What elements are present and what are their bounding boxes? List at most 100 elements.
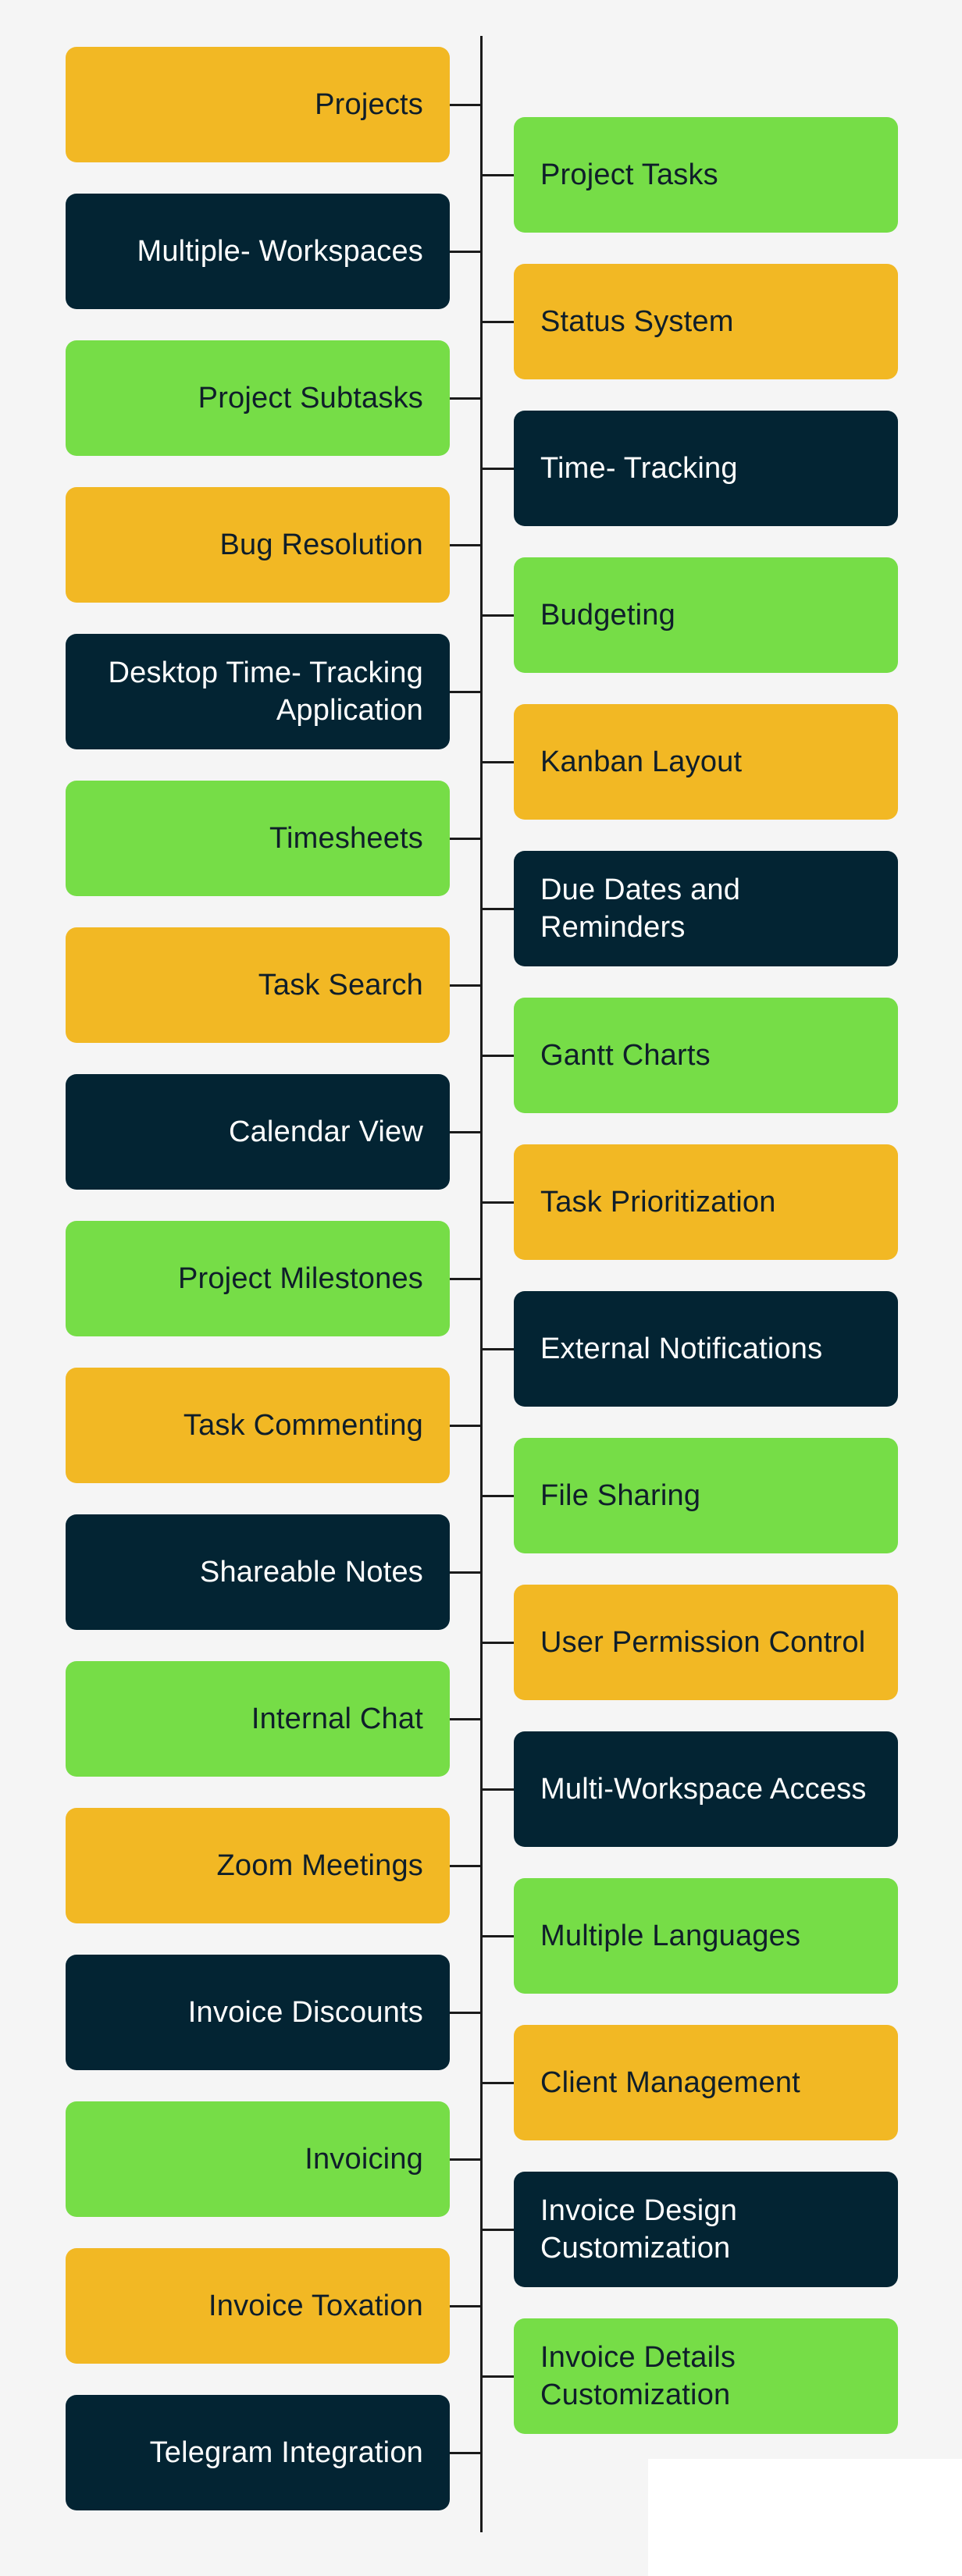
connector-line <box>480 1935 514 1937</box>
feature-card-projects: Projects <box>66 47 450 162</box>
connector-line <box>480 1055 514 1057</box>
corner-blank-area <box>648 2459 962 2576</box>
connector-line <box>450 1865 483 1867</box>
feature-card-invoice-toxation: Invoice Toxation <box>66 2248 450 2364</box>
connector-line <box>450 838 483 840</box>
feature-card-invoice-discounts: Invoice Discounts <box>66 1955 450 2070</box>
connector-line <box>480 1642 514 1644</box>
feature-label: Status System <box>540 305 734 338</box>
feature-card-multiple-workspaces: Multiple- Workspaces <box>66 194 450 309</box>
feature-card-calendar-view: Calendar View <box>66 1074 450 1190</box>
connector-line <box>450 1425 483 1427</box>
feature-label: Task Prioritization <box>540 1186 776 1219</box>
feature-label: Task Commenting <box>183 1409 423 1442</box>
connector-line <box>480 2229 514 2231</box>
feature-label: Budgeting <box>540 599 675 632</box>
feature-card-file-sharing: File Sharing <box>514 1438 898 1553</box>
feature-card-timesheets: Timesheets <box>66 781 450 896</box>
connector-line <box>450 2305 483 2307</box>
feature-label: Time- Tracking <box>540 452 738 485</box>
feature-card-project-subtasks: Project Subtasks <box>66 340 450 456</box>
feature-card-zoom-meetings: Zoom Meetings <box>66 1808 450 1923</box>
connector-line <box>450 2452 483 2454</box>
feature-label: Invoice Toxation <box>208 2290 423 2322</box>
connector-line <box>480 1495 514 1497</box>
connector-line <box>480 614 514 617</box>
feature-label: Telegram Integration <box>149 2436 423 2469</box>
feature-card-time-tracking: Time- Tracking <box>514 411 898 526</box>
timeline-spine <box>480 36 483 2532</box>
feature-card-gantt-charts: Gantt Charts <box>514 998 898 1113</box>
connector-line <box>450 1131 483 1133</box>
connector-line <box>480 321 514 323</box>
connector-line <box>480 174 514 176</box>
feature-label: Project Subtasks <box>198 382 423 415</box>
feature-card-multi-workspace-access: Multi-Workspace Access <box>514 1731 898 1847</box>
connector-line <box>480 2375 514 2378</box>
feature-card-internal-chat: Internal Chat <box>66 1661 450 1777</box>
feature-label: Task Search <box>258 969 423 1002</box>
feature-label: Timesheets <box>269 822 423 855</box>
feature-card-invoicing: Invoicing <box>66 2101 450 2217</box>
feature-label: External Notifications <box>540 1332 823 1365</box>
connector-line <box>480 761 514 763</box>
connector-line <box>480 1201 514 1204</box>
connector-line <box>450 2158 483 2161</box>
feature-label: Kanban Layout <box>540 745 743 778</box>
connector-line <box>480 2082 514 2084</box>
feature-card-status-system: Status System <box>514 264 898 379</box>
connector-line <box>480 908 514 910</box>
feature-card-external-notifications: External Notifications <box>514 1291 898 1407</box>
feature-label: User Permission Control <box>540 1626 866 1659</box>
feature-card-task-search: Task Search <box>66 927 450 1043</box>
connector-line <box>450 1571 483 1574</box>
connector-line <box>450 104 483 106</box>
feature-label: Project Milestones <box>177 1262 423 1295</box>
connector-line <box>480 468 514 470</box>
feature-card-telegram-integration: Telegram Integration <box>66 2395 450 2510</box>
feature-label: Invoice Discounts <box>187 1996 423 2029</box>
feature-card-bug-resolution: Bug Resolution <box>66 487 450 603</box>
connector-line <box>450 397 483 400</box>
feature-label: Invoicing <box>305 2143 423 2176</box>
connector-line <box>450 691 483 693</box>
feature-label: Multiple- Workspaces <box>137 235 423 268</box>
feature-label: Gantt Charts <box>540 1039 711 1072</box>
connector-line <box>480 1788 514 1791</box>
feature-label: Client Management <box>540 2066 800 2099</box>
feature-label: Shareable Notes <box>199 1556 423 1589</box>
feature-label: Projects <box>315 88 423 121</box>
feature-label: Multiple Languages <box>540 1920 801 1952</box>
connector-line <box>450 251 483 253</box>
feature-label: Calendar View <box>228 1115 423 1148</box>
feature-card-task-commenting: Task Commenting <box>66 1368 450 1483</box>
feature-label: Multi-Workspace Access <box>540 1773 867 1806</box>
feature-card-multiple-languages: Multiple Languages <box>514 1878 898 1994</box>
feature-card-kanban-layout: Kanban Layout <box>514 704 898 820</box>
connector-line <box>450 1718 483 1720</box>
feature-label: Internal Chat <box>251 1703 423 1735</box>
feature-card-budgeting: Budgeting <box>514 557 898 673</box>
feature-label: Zoom Meetings <box>216 1849 423 1882</box>
connector-line <box>480 1348 514 1350</box>
connector-line <box>450 2012 483 2014</box>
feature-card-project-milestones: Project Milestones <box>66 1221 450 1336</box>
connector-line <box>450 544 483 546</box>
feature-label: File Sharing <box>540 1479 701 1512</box>
feature-label: Bug Resolution <box>219 528 423 561</box>
feature-card-user-permission-control: User Permission Control <box>514 1585 898 1700</box>
feature-card-task-prioritization: Task Prioritization <box>514 1144 898 1260</box>
feature-card-client-management: Client Management <box>514 2025 898 2140</box>
connector-line <box>450 984 483 987</box>
feature-card-shareable-notes: Shareable Notes <box>66 1514 450 1630</box>
feature-card-project-tasks: Project Tasks <box>514 117 898 233</box>
